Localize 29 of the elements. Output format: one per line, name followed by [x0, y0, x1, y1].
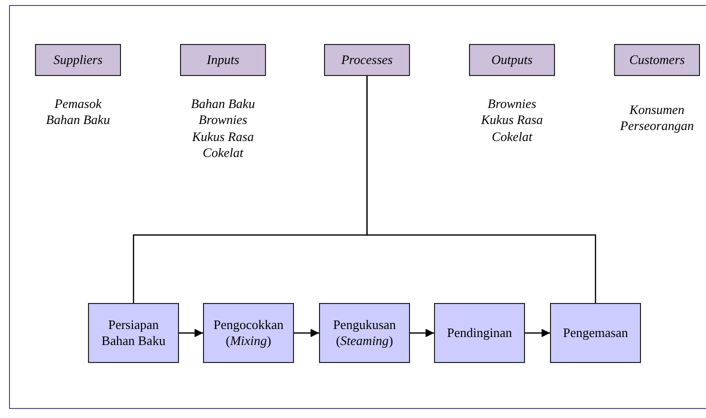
category-description: Bahan Baku Brownies Kukus Rasa Cokelat	[190, 96, 256, 161]
category-title: Customers	[628, 52, 686, 68]
category-description: Brownies Kukus Rasa Cokelat	[480, 96, 544, 145]
category-title: Outputs	[490, 52, 534, 68]
process-label: Persiapan Bahan Baku	[100, 317, 166, 349]
process-label: Pendinginan	[446, 325, 513, 341]
arrow	[179, 328, 203, 338]
process-box	[434, 303, 525, 363]
process-box	[319, 303, 410, 363]
category-box	[614, 44, 700, 76]
category-box	[324, 44, 410, 76]
process-label: Pengocokkan (Mixing)	[212, 317, 285, 349]
process-box	[550, 303, 641, 363]
category-title: Suppliers	[52, 52, 104, 68]
arrow	[410, 328, 434, 338]
category-box	[35, 44, 121, 76]
connector-line	[366, 76, 596, 303]
category-title: Processes	[340, 52, 394, 68]
arrow	[294, 328, 319, 338]
category-description: Pemasok Bahan Baku	[45, 96, 111, 128]
process-box	[88, 303, 179, 363]
process-box	[203, 303, 294, 363]
process-label: Pengukusan (Steaming)	[332, 317, 397, 349]
category-title: Inputs	[206, 52, 240, 68]
process-label: Pengemasan	[562, 325, 629, 341]
category-box	[469, 44, 555, 76]
category-description: Konsumen Perseorangan	[619, 102, 695, 134]
category-box	[180, 44, 266, 76]
arrow	[525, 328, 550, 338]
